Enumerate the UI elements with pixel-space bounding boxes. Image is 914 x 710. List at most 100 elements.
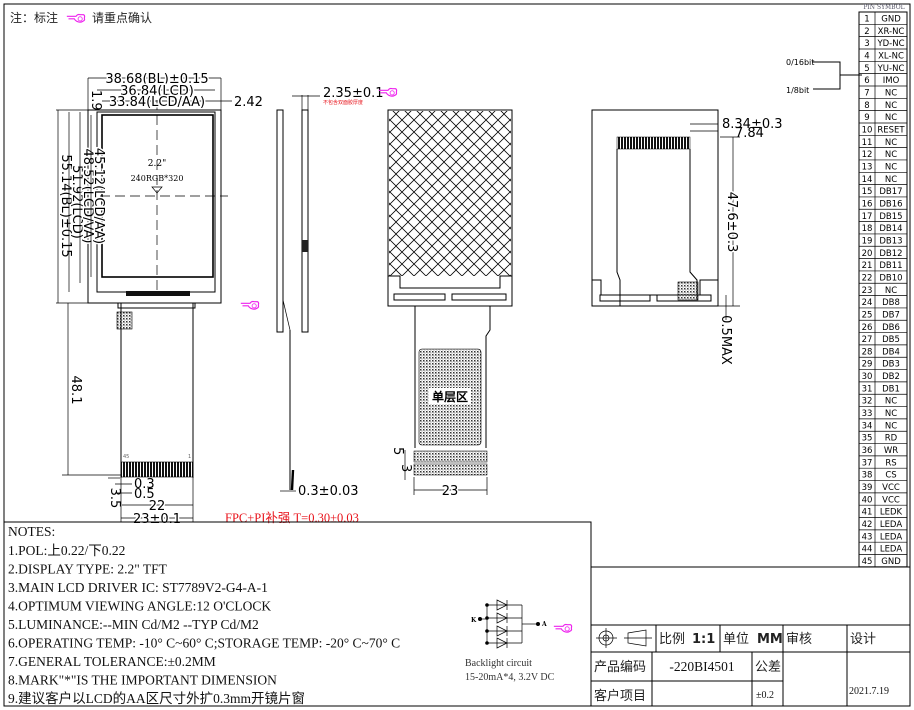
- pin-symbol: NC: [885, 397, 897, 407]
- side-view: 2.35±0.1 不包含双面胶厚度 0.3±0.03 FPC+PI补强 T=0.…: [225, 86, 384, 525]
- pin-symbol: DB14: [879, 224, 902, 234]
- dim-fpc-width: 23±0.1: [133, 512, 181, 527]
- pin-number: 28: [862, 347, 873, 357]
- header-note-suffix: 请重点确认: [92, 11, 152, 25]
- dim-8-34: 8.34±0.3: [722, 117, 783, 132]
- resolution-label: 240RGB*320: [131, 174, 184, 183]
- pin-symbol: NC: [885, 101, 897, 111]
- backlight-circuit: K A Backlight circuit 15-20mA*4, 3.2V DC: [465, 599, 555, 683]
- dim-3: 3: [398, 464, 413, 472]
- interface-select: 0/16bit 1/8bit: [786, 58, 862, 95]
- pin-symbol: NC: [885, 150, 897, 160]
- unit-label: 单位: [723, 632, 749, 647]
- pin-table-header: PIN SYMBOL: [863, 4, 904, 11]
- pin-symbol: LEDK: [880, 508, 903, 518]
- pin-number: 14: [862, 175, 873, 185]
- pin-symbol: DB2: [882, 372, 900, 382]
- pin-row: 4 XL-NC: [859, 48, 907, 61]
- pin-symbol: RESET: [877, 125, 905, 135]
- pin-number: 1: [864, 15, 869, 25]
- pin-symbol: XL-NC: [878, 51, 904, 61]
- pin-number: 42: [862, 520, 873, 530]
- stiffener-note: FPC+PI补强 T=0.30±0.03: [225, 510, 359, 525]
- cathode-label: K: [471, 617, 477, 624]
- notes-title: NOTES:: [8, 524, 55, 539]
- pin-symbol: VCC: [882, 483, 900, 493]
- pin-row: 29 DB3: [859, 356, 907, 370]
- pin-number: 45: [862, 557, 873, 567]
- front-view: 2.2" 240RGB*320 45 1 38.68(BL)±0.15 36.8…: [56, 71, 263, 529]
- pin-number: 4: [864, 51, 869, 61]
- dim-fpc-length: 48.1: [68, 376, 83, 405]
- pin-symbol: YD-NC: [876, 39, 904, 49]
- thickness-note: 不包含双面胶厚度: [323, 99, 363, 106]
- pin-symbol: DB13: [879, 236, 902, 246]
- note-item: 5.LUMINANCE:--MIN Cd/M2 --TYP Cd/M2: [8, 617, 259, 632]
- pin-symbol: NC: [885, 286, 897, 296]
- pin-number: 40: [862, 495, 873, 505]
- dim-offset-top: 1.9: [88, 90, 103, 111]
- dim-width-lcd: 36.84(LCD): [120, 84, 194, 99]
- pin-symbol: DB3: [882, 360, 900, 370]
- pin-first-label: 45: [123, 454, 129, 460]
- dim-5: 5: [390, 447, 405, 455]
- pin-number: 23: [862, 286, 873, 296]
- backlight-outline: [87, 109, 222, 304]
- pin-number: 29: [862, 360, 873, 370]
- pin-number: 33: [862, 409, 873, 419]
- pin-number: 36: [862, 446, 873, 456]
- pin-symbol: DB7: [882, 310, 900, 320]
- dim-finger-length: 3.5: [107, 488, 122, 509]
- pin-symbol: DB8: [882, 298, 900, 308]
- pin-symbol: NC: [885, 175, 897, 185]
- pin-number: 22: [862, 273, 873, 283]
- fpc-gold-fingers: [120, 461, 194, 478]
- pin-number: 30: [862, 372, 873, 382]
- pin-number: 5: [864, 64, 869, 74]
- tolerance-label: 公差: [755, 660, 781, 675]
- dim-offset-right: 2.42: [234, 95, 263, 110]
- pin-number: 34: [862, 421, 873, 431]
- pin-row: 5 YU-NC: [859, 60, 907, 74]
- pin-row: 14 NC: [859, 171, 907, 185]
- pin-number: 32: [862, 397, 873, 407]
- dim-gap: 0.5MAX: [718, 315, 733, 365]
- note-item: 1.POL:上0.22/下0.22: [8, 543, 125, 558]
- pin-symbol: VCC: [882, 495, 900, 505]
- pin-number: 16: [862, 199, 873, 209]
- option-8bit: 1/8bit: [786, 86, 809, 95]
- product-code-label: 产品编码: [594, 660, 646, 675]
- option-16bit: 0/16bit: [786, 58, 814, 67]
- pin-symbol: DB17: [879, 187, 902, 197]
- pin-symbol: YU-NC: [877, 64, 905, 74]
- pin-number: 2: [864, 27, 869, 37]
- pin-symbol: DB5: [882, 335, 900, 345]
- note-item: 4.OPTIMUM VIEWING ANGLE:12 O'CLOCK: [8, 599, 271, 614]
- pin-symbol: NC: [885, 138, 897, 148]
- led-diode-icon: [485, 637, 522, 649]
- pointing-hand-icon: [240, 300, 260, 310]
- review-label: 审核: [786, 632, 812, 647]
- pin-symbol: DB6: [882, 323, 900, 333]
- product-code: -220BI4501: [669, 659, 734, 674]
- pin-symbol: DB4: [882, 347, 900, 357]
- dim-fpc-width-back: 23: [442, 484, 459, 499]
- pin-row: 28 DB4: [859, 344, 907, 357]
- dim-fpc-thickness: 0.3±0.03: [298, 484, 359, 499]
